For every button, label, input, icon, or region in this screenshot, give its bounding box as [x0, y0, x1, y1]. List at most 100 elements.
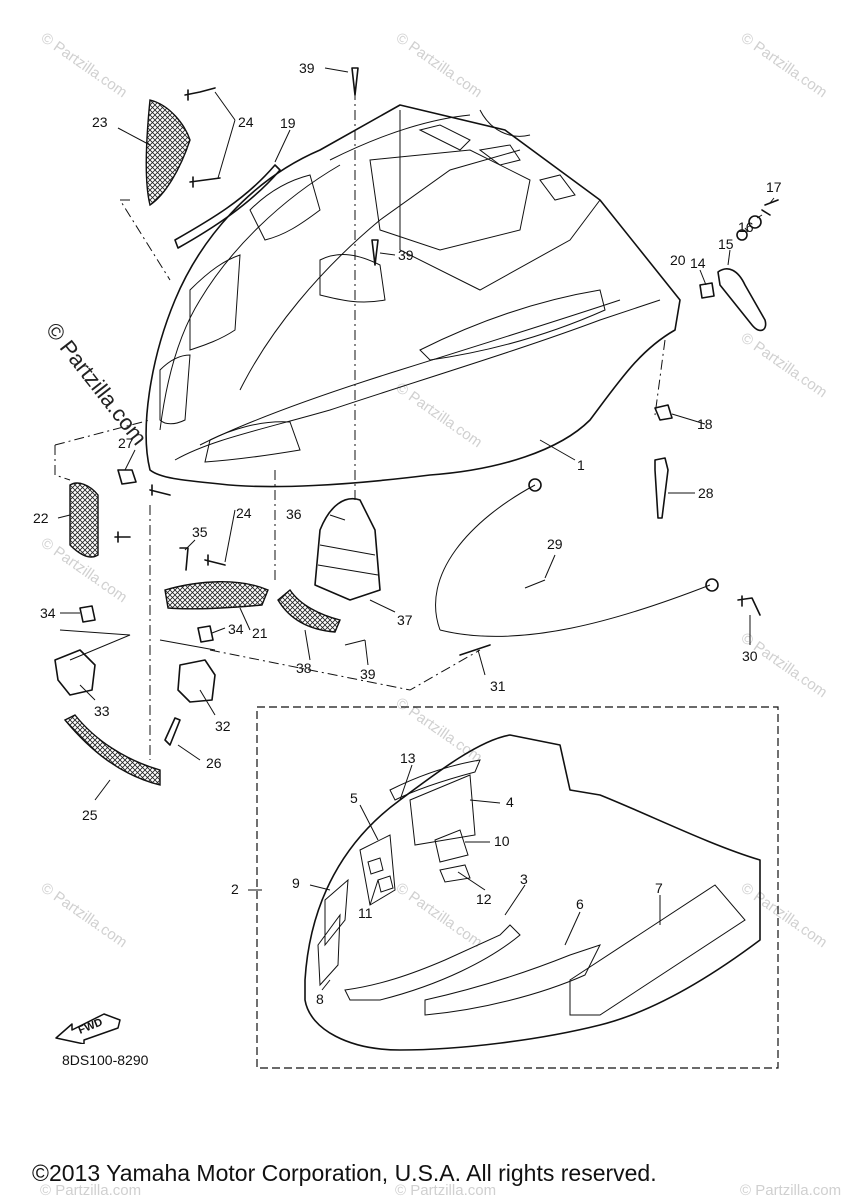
- callout-28: 28: [698, 485, 714, 501]
- screw-part-24: [184, 87, 216, 101]
- pin-part-39: [351, 67, 359, 96]
- callout-15: 15: [718, 236, 734, 252]
- callout-31: 31: [490, 678, 506, 694]
- callout-3: 3: [520, 871, 528, 887]
- callout-24b: 24: [236, 505, 252, 521]
- callout-9: 9: [292, 875, 300, 891]
- duct-part-36: [314, 498, 381, 601]
- screw-part-35: [114, 531, 131, 543]
- spring-part-31: [459, 644, 491, 656]
- vent-part-21: [164, 581, 269, 610]
- callout-10: 10: [494, 833, 510, 849]
- watermark-tile: © Partzilla.com: [38, 879, 131, 951]
- screw-part-35: [179, 547, 189, 571]
- washer-part-16: [748, 215, 762, 229]
- screw-part-24: [204, 554, 226, 566]
- clip-part-27: [117, 469, 137, 485]
- callout-33: 33: [94, 703, 110, 719]
- callout-17: 17: [766, 179, 782, 195]
- callout-19: 19: [280, 115, 296, 131]
- callout-23: 23: [92, 114, 108, 130]
- bracket-part-33: [54, 649, 96, 696]
- watermark-tile: © Partzilla.com: [393, 29, 486, 101]
- nut-part-34: [197, 625, 214, 643]
- decal-part-10: [434, 829, 469, 863]
- bolt-part-30: [737, 595, 761, 616]
- callout-34b: 34: [228, 621, 244, 637]
- tie-part-28: [654, 457, 669, 519]
- cable-part-29: [435, 484, 536, 631]
- callout-18: 18: [697, 416, 713, 432]
- callout-14: 14: [690, 255, 706, 271]
- decal-part-4: [409, 774, 476, 846]
- watermark-tile: © Partzilla.com: [738, 29, 831, 101]
- nut-part-34: [79, 605, 96, 623]
- callout-21: 21: [252, 625, 268, 641]
- decal-part-13: [389, 759, 481, 801]
- washer-part-15: [736, 229, 748, 241]
- vent-part-22: [69, 482, 99, 558]
- callout-5: 5: [350, 790, 358, 806]
- callout-22: 22: [33, 510, 49, 526]
- callout-4: 4: [506, 794, 514, 810]
- callout-24a: 24: [238, 114, 254, 130]
- callout-35: 35: [192, 524, 208, 540]
- bolt-part-17: [761, 199, 779, 216]
- diagram-code: 8DS100-8290: [62, 1052, 149, 1068]
- screw-part-24: [189, 176, 221, 188]
- vent-part-38: [277, 588, 341, 633]
- watermark-tile: © Partzilla.com: [393, 879, 486, 951]
- watermark-tiles: © Partzilla.com © Partzilla.com © Partzi…: [38, 29, 841, 1199]
- callout-25: 25: [82, 807, 98, 823]
- screw-part-24: [149, 484, 171, 496]
- watermark-tile: © Partzilla.com: [38, 29, 131, 101]
- decal-part-5: [359, 834, 396, 906]
- screw-part-26: [164, 717, 181, 746]
- vent-part-25: [63, 714, 161, 786]
- watermark-tile: © Partzilla.com: [395, 1182, 496, 1199]
- watermark-tile: © Partzilla.com: [738, 629, 831, 701]
- bracket-part-14: [717, 268, 767, 332]
- pin-part-39: [371, 239, 379, 266]
- watermark-tile: © Partzilla.com: [393, 379, 486, 451]
- leader-lines: [57, 67, 775, 991]
- watermark-tile: © Partzilla.com: [738, 879, 831, 951]
- graphic-set-box: [256, 706, 779, 1069]
- callout-11: 11: [358, 905, 373, 921]
- decal-part-12: [439, 864, 471, 883]
- callout-16: 16: [738, 219, 754, 235]
- decal-part-8: [317, 913, 341, 987]
- callout-34a: 34: [40, 605, 56, 621]
- callout-labels: 1 2 3 4 5 6 7 8 9 10 11 12 13 14 15 16 1…: [33, 60, 782, 1007]
- watermark-tile: © Partzilla.com: [40, 1182, 141, 1199]
- decal-part-3: [344, 924, 521, 1001]
- callout-26: 26: [206, 755, 222, 771]
- callout-39a: 39: [299, 60, 315, 76]
- callout-32: 32: [215, 718, 231, 734]
- callout-29: 29: [547, 536, 563, 552]
- copyright-notice: ©2013 Yamaha Motor Corporation, U.S.A. A…: [32, 1160, 657, 1186]
- callout-36: 36: [286, 506, 302, 522]
- callout-8: 8: [316, 991, 324, 1007]
- callout-1: 1: [577, 457, 585, 473]
- callout-39b: 39: [398, 247, 414, 263]
- watermark-tile: © Partzilla.com: [738, 329, 831, 401]
- callout-38: 38: [296, 660, 312, 676]
- callout-6: 6: [576, 896, 584, 912]
- watermark-left: © Partzilla.com: [41, 318, 152, 450]
- vent-part-23: [145, 99, 191, 207]
- fwd-arrow-icon: FWD: [55, 1013, 121, 1044]
- decal-part-11: [367, 857, 394, 893]
- nut-part-18: [654, 404, 673, 421]
- watermark-tile: © Partzilla.com: [740, 1182, 841, 1199]
- decal-part-6: [424, 944, 601, 1016]
- callout-7: 7: [655, 880, 663, 896]
- callout-39c: 39: [360, 666, 376, 682]
- hood-part-1: [145, 104, 681, 488]
- callout-12: 12: [476, 891, 492, 907]
- callout-2: 2: [231, 881, 239, 897]
- hood-graphic-outline: [304, 734, 761, 1051]
- bracket-part-32: [177, 659, 216, 703]
- callout-13: 13: [400, 750, 416, 766]
